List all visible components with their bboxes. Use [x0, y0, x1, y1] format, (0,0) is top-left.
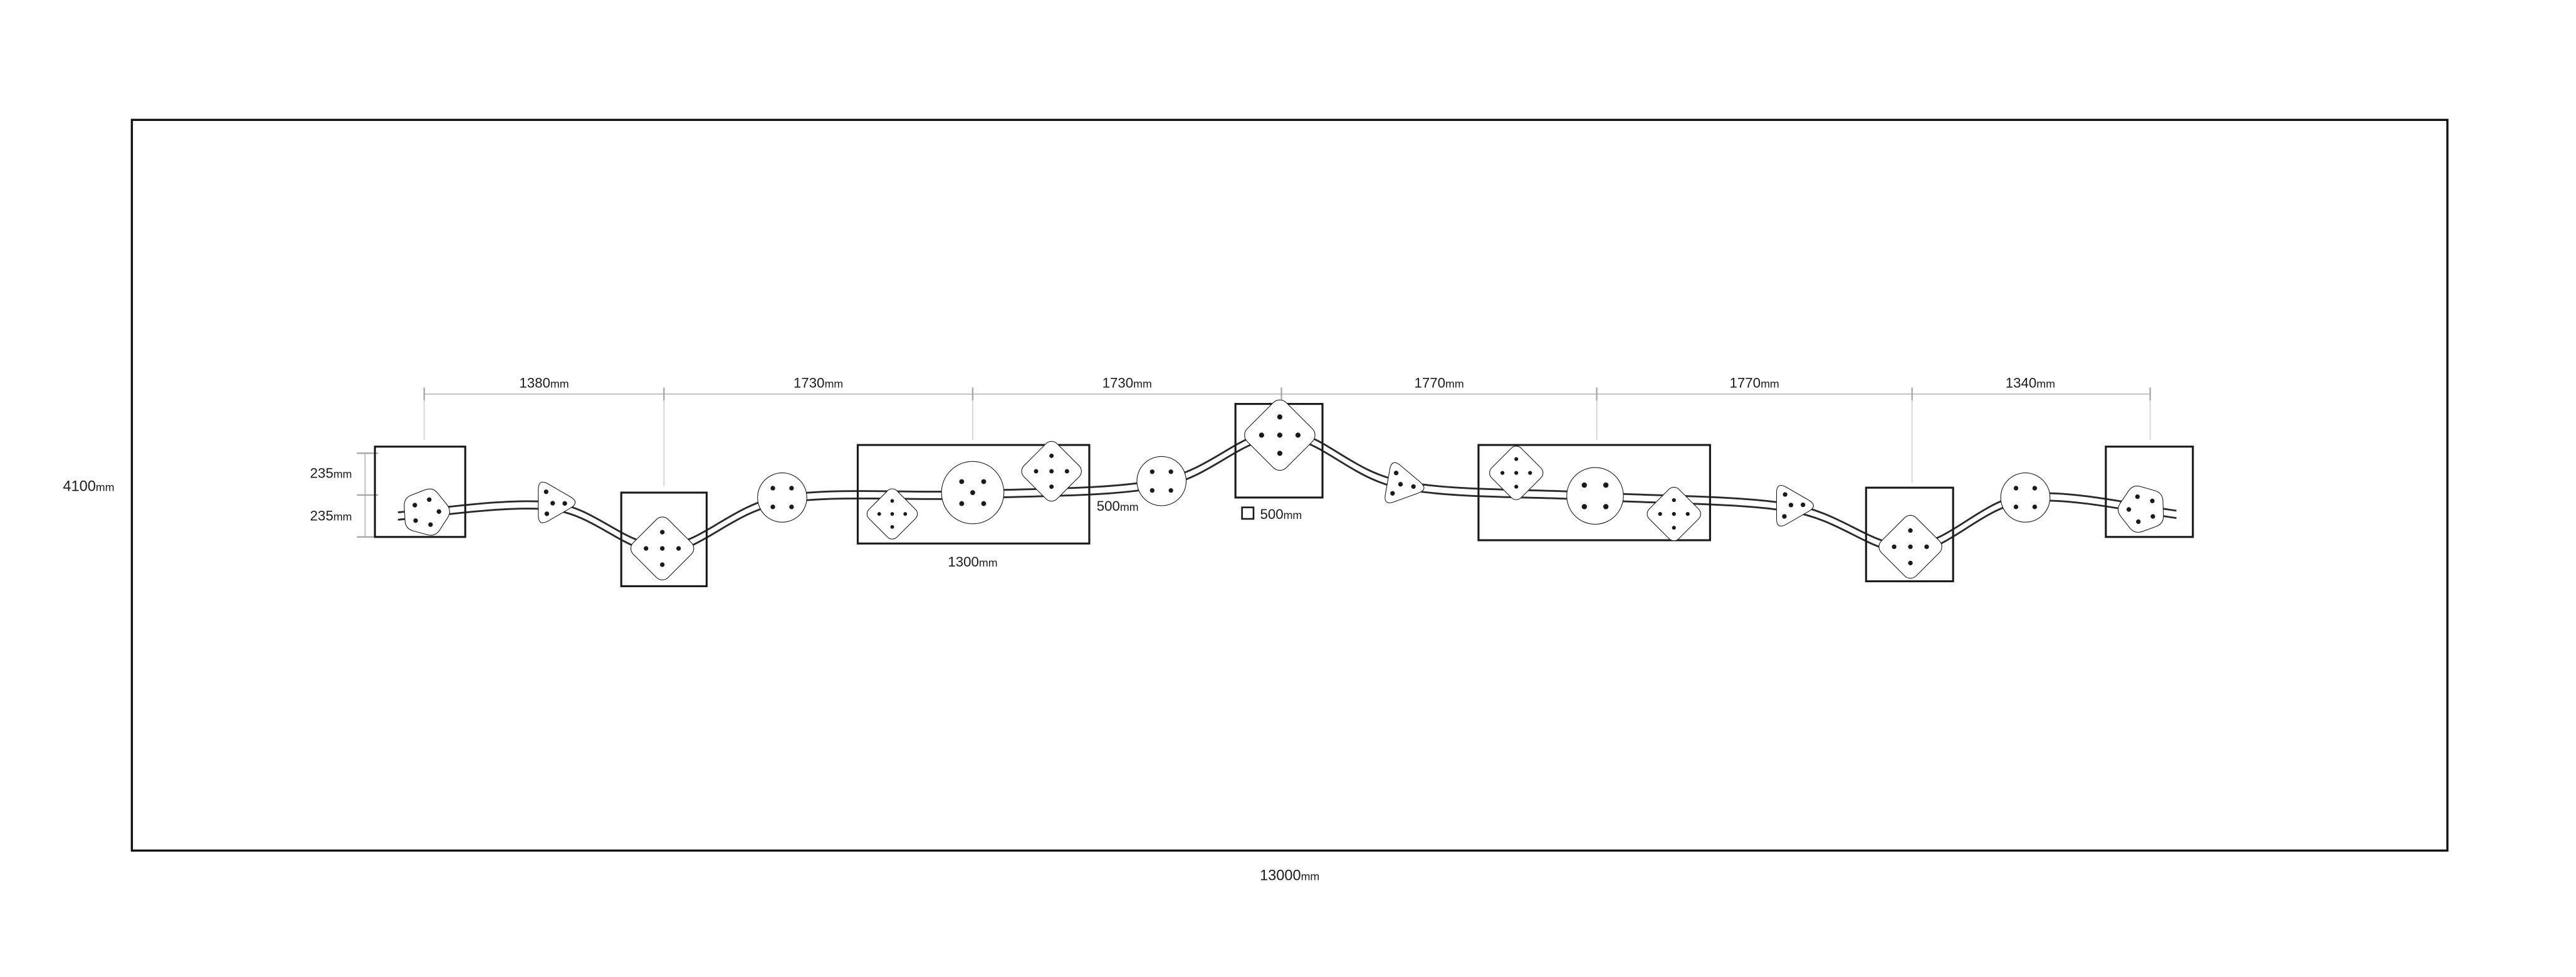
dimension-label-span-1: 1380mm	[519, 375, 568, 390]
pod-triangle-3	[1760, 483, 1816, 537]
platform-square-11	[1865, 486, 1954, 583]
site-boundary-rect	[130, 118, 2449, 852]
pod-circle-large-2	[1566, 466, 1625, 526]
offset-label-2: 235mm	[310, 508, 352, 524]
legend-square-icon	[1241, 506, 1255, 520]
pod-circle-3	[1999, 472, 2051, 523]
top-dimension-chain: 1380mm 1730mm 1730mm 1770mm 1770mm 1340m…	[423, 375, 2151, 486]
platform-rect-1300-left	[856, 444, 1091, 545]
pod-circle-2	[1136, 455, 1187, 507]
platform-square-right	[2105, 446, 2194, 538]
pod-triangle-1	[522, 471, 578, 526]
pod-pentagon-left	[397, 482, 456, 540]
pod-diamond-6	[1875, 511, 1947, 583]
offset-label-1: 235mm	[310, 465, 352, 481]
pod-diamond-center	[1240, 395, 1320, 476]
pod-triangle-2	[1383, 461, 1428, 509]
legend-pod-size: 500mm	[1241, 506, 1302, 522]
platform-rect-1300-right	[1477, 444, 1711, 541]
legend-label: 500mm	[1260, 506, 1302, 522]
total-width-label: 13000mm	[1260, 867, 1319, 883]
pod-diamond-1	[626, 513, 698, 585]
pod-circle-1	[757, 472, 808, 523]
dimension-label-span-4: 1770mm	[1414, 375, 1463, 390]
dimension-label-span-2: 1730mm	[793, 375, 843, 390]
pod-diamond-5	[1643, 483, 1705, 545]
total-height-label: 4100mm	[63, 478, 114, 494]
pod-diamond-4	[1485, 442, 1547, 504]
dimension-label-span-3: 1730mm	[1102, 375, 1152, 390]
platform-square-2	[620, 491, 708, 587]
pod-pentagon-right	[2111, 478, 2172, 538]
left-offset-dimensions: 235mm 235mm	[310, 452, 379, 538]
platform-square-left	[374, 446, 466, 538]
platform-length-label: 1300mm	[948, 554, 997, 570]
pod-diameter-label: 500mm	[1097, 498, 1139, 514]
pod-circle-large-1	[940, 460, 1005, 525]
dimension-label-span-5: 1770mm	[1730, 375, 1779, 390]
pod-diamond-2	[863, 485, 921, 543]
dimension-label-span-6: 1340mm	[2006, 375, 2055, 390]
